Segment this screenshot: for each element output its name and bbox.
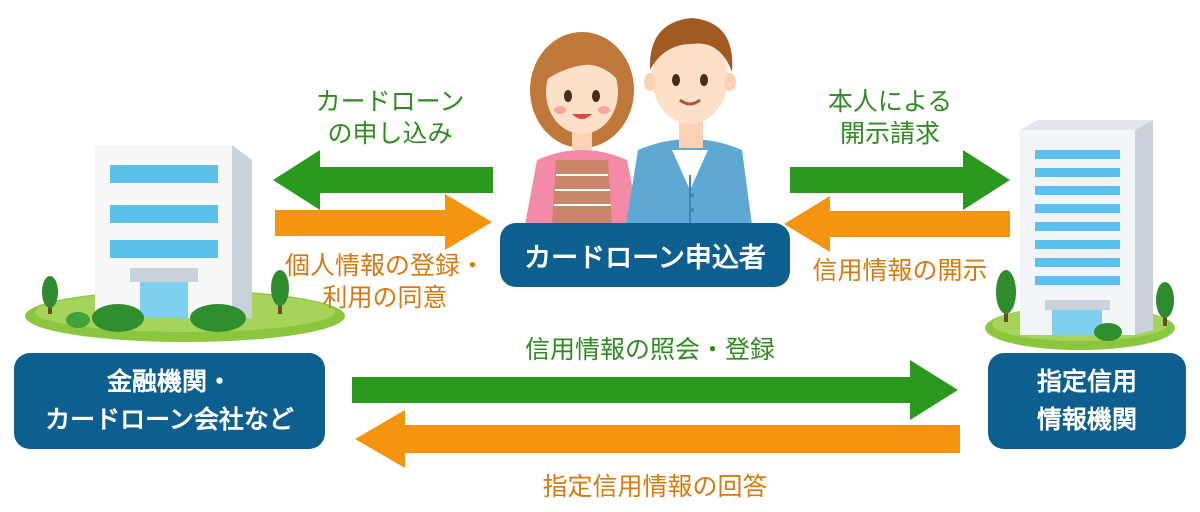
disclosure-request-label: 本人による 開示請求 — [800, 86, 980, 150]
reply-label: 指定信用情報の回答 — [515, 471, 795, 503]
reply-label-text: 指定信用情報の回答 — [542, 472, 768, 501]
bureau-box: 指定信用 情報機関 — [988, 353, 1186, 449]
arrow-disclosure — [784, 196, 1010, 252]
arrow-inquiry — [352, 360, 958, 420]
applicant-box-label: カードローン申込者 — [524, 242, 766, 274]
bureau-building-icon — [985, 120, 1175, 350]
bureau-box-line1: 指定信用 — [1036, 367, 1137, 396]
arrow-disclosure-request — [790, 150, 1010, 210]
disclosure-request-label-line2: 開示請求 — [839, 119, 940, 148]
lender-building-icon — [25, 145, 345, 342]
bureau-box-line2: 情報機関 — [1036, 405, 1137, 434]
lender-box-line1: 金融機関・ — [106, 367, 232, 396]
disclosure-request-label-line1: 本人による — [827, 87, 953, 116]
apply-label: カードローン の申し込み — [300, 86, 480, 150]
applicant-people-icon — [525, 18, 752, 225]
lender-box: 金融機関・ カードローン会社など — [14, 353, 325, 449]
inquiry-label-text: 信用情報の照会・登録 — [524, 335, 775, 364]
apply-label-line2: の申し込み — [327, 119, 453, 148]
disclosure-label: 信用情報の開示 — [800, 255, 1000, 287]
inquiry-label: 信用情報の照会・登録 — [500, 334, 800, 366]
lender-box-line2: カードローン会社など — [45, 405, 294, 434]
arrow-apply — [273, 150, 493, 210]
consent-label: 個人情報の登録・ 利用の同意 — [270, 250, 500, 314]
arrow-reply — [355, 410, 960, 468]
apply-label-line1: カードローン — [315, 87, 465, 116]
disclosure-label-text: 信用情報の開示 — [812, 256, 988, 285]
consent-label-line2: 利用の同意 — [322, 283, 448, 312]
arrow-consent — [275, 194, 492, 250]
applicant-box: カードローン申込者 — [500, 223, 790, 287]
consent-label-line1: 個人情報の登録・ — [284, 251, 485, 280]
